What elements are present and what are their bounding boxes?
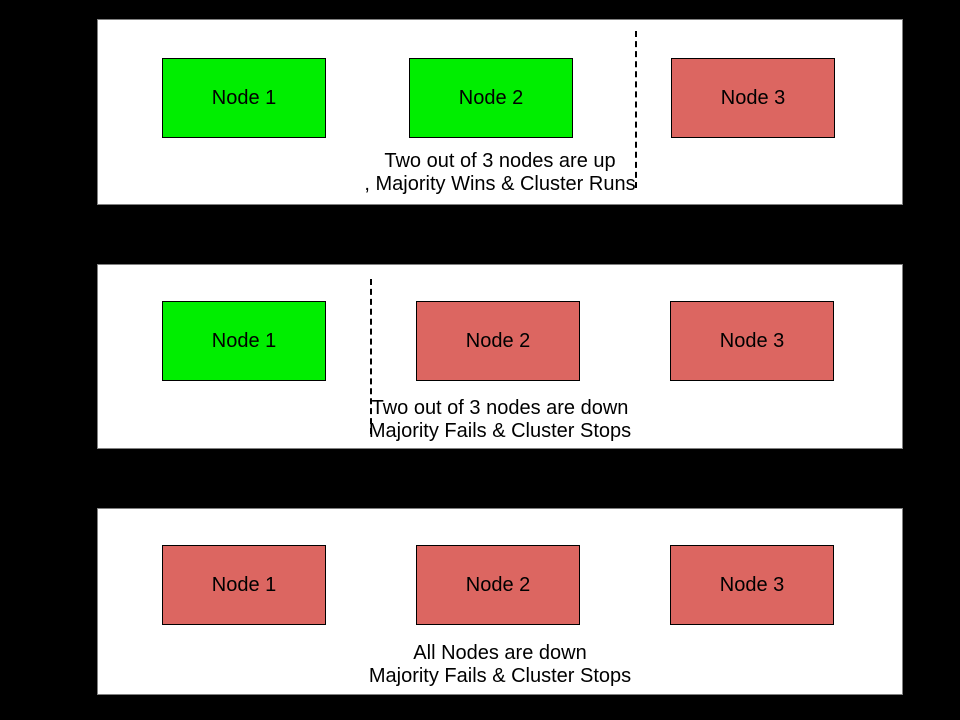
node-label: Node 1 bbox=[211, 330, 277, 352]
node-box-down: Node 3 bbox=[670, 545, 834, 625]
scenario-caption: Two out of 3 nodes are down Majority Fai… bbox=[98, 397, 902, 443]
scenario-caption: All Nodes are down Majority Fails & Clus… bbox=[98, 642, 902, 688]
node-box-down: Node 3 bbox=[670, 301, 834, 381]
node-label: Node 2 bbox=[458, 87, 524, 109]
node-label: Node 2 bbox=[465, 574, 531, 596]
scenario-panel-two-nodes-up: Node 1 Node 2 Node 3 Two out of 3 nodes … bbox=[97, 19, 903, 205]
node-label: Node 3 bbox=[719, 574, 785, 596]
scenario-panel-two-nodes-down: Node 1 Node 2 Node 3 Two out of 3 nodes … bbox=[97, 264, 903, 449]
node-label: Node 3 bbox=[720, 87, 786, 109]
caption-line-2: Majority Fails & Cluster Stops bbox=[368, 665, 632, 687]
node-label: Node 3 bbox=[719, 330, 785, 352]
partition-divider-line bbox=[635, 31, 637, 188]
caption-line-1: Two out of 3 nodes are up bbox=[384, 150, 616, 172]
node-label: Node 1 bbox=[211, 574, 277, 596]
scenario-caption: Two out of 3 nodes are up , Majority Win… bbox=[98, 150, 902, 196]
node-box-up: Node 2 bbox=[409, 58, 573, 138]
caption-line-2: , Majority Wins & Cluster Runs bbox=[364, 173, 636, 195]
partition-divider-line bbox=[370, 279, 372, 434]
node-label: Node 1 bbox=[211, 87, 277, 109]
node-box-down: Node 2 bbox=[416, 301, 580, 381]
node-box-down: Node 1 bbox=[162, 545, 326, 625]
node-box-down: Node 2 bbox=[416, 545, 580, 625]
node-label: Node 2 bbox=[465, 330, 531, 352]
caption-line-1: All Nodes are down bbox=[413, 642, 587, 664]
scenario-panel-all-nodes-down: Node 1 Node 2 Node 3 All Nodes are down … bbox=[97, 508, 903, 695]
caption-line-1: Two out of 3 nodes are down bbox=[371, 397, 629, 419]
node-box-down: Node 3 bbox=[671, 58, 835, 138]
node-box-up: Node 1 bbox=[162, 58, 326, 138]
node-box-up: Node 1 bbox=[162, 301, 326, 381]
caption-line-2: Majority Fails & Cluster Stops bbox=[368, 420, 632, 442]
